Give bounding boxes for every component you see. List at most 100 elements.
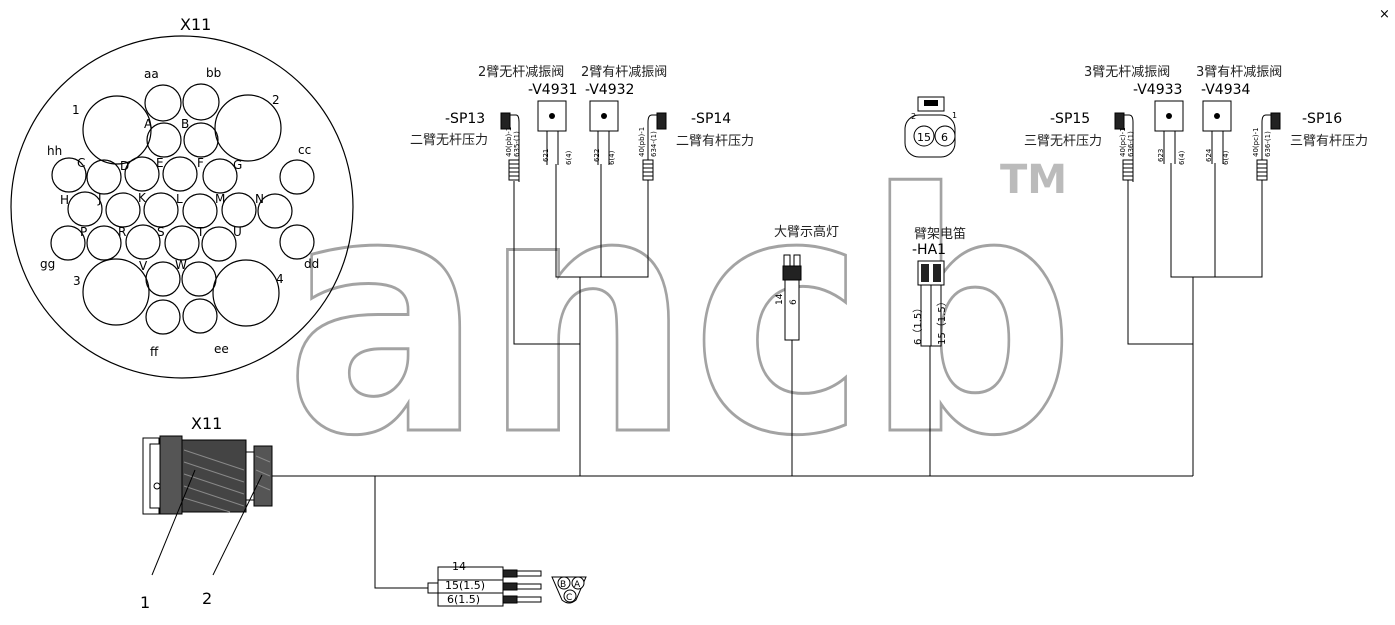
label-U: U bbox=[233, 225, 242, 239]
v4933-wire1: 623 bbox=[1157, 149, 1165, 162]
label-gg: gg bbox=[40, 257, 55, 271]
v4932-valve: 2臂有杆减振阀 -V4932 622 6(4) bbox=[581, 65, 667, 165]
sp15-wire bbox=[1127, 180, 1194, 345]
label-T: T bbox=[196, 225, 205, 239]
pin-G bbox=[202, 158, 238, 194]
sp14-wire2: 634-(1) bbox=[650, 131, 658, 157]
bottom-plug: 14 15(1.5) 6(1.5) B A C bbox=[427, 560, 587, 607]
pin-M bbox=[221, 192, 257, 228]
v4932-wire2: 6(4) bbox=[608, 150, 616, 165]
sp13-wire2: 635-(1) bbox=[513, 131, 521, 157]
v4932-id: -V4932 bbox=[585, 82, 634, 98]
label-A: A bbox=[144, 117, 153, 131]
label-E: E bbox=[156, 156, 164, 170]
watermark-tm: TM bbox=[1000, 157, 1067, 203]
lamp-title: 大臂示高灯 bbox=[774, 224, 839, 240]
v4933-id: -V4933 bbox=[1133, 82, 1182, 98]
pin-F bbox=[162, 156, 198, 192]
label-L: L bbox=[176, 192, 183, 206]
sp14-desc: 二臂有杆压力 bbox=[676, 134, 754, 149]
ha1-wire1: 6（1.5） bbox=[912, 303, 924, 345]
two-pin-socket: 2 1 15 6 bbox=[904, 96, 957, 158]
label-1: 1 bbox=[72, 103, 80, 117]
pin-R bbox=[86, 225, 122, 261]
pin-L bbox=[182, 193, 218, 229]
v4931-title: 2臂无杆减振阀 bbox=[478, 65, 564, 80]
label-bb: bb bbox=[206, 66, 221, 80]
sp15-id: -SP15 bbox=[1050, 111, 1090, 127]
v4934-title: 3臂有杆减振阀 bbox=[1196, 65, 1282, 80]
pin-1 bbox=[82, 95, 152, 165]
pin-N bbox=[257, 193, 293, 229]
pin-S bbox=[125, 224, 161, 260]
sp13-desc: 二臂无杆压力 bbox=[410, 133, 488, 148]
ha1-wire2: 15（1.5） bbox=[936, 296, 948, 345]
pin-A bbox=[146, 122, 182, 158]
pin-bb bbox=[182, 83, 220, 121]
sp13-id: -SP13 bbox=[445, 111, 485, 127]
v4933-title: 3臂无杆减振阀 bbox=[1084, 65, 1170, 80]
pin-P bbox=[50, 225, 86, 261]
sp16-desc: 三臂有杆压力 bbox=[1290, 134, 1368, 149]
ha1-id: -HA1 bbox=[912, 242, 946, 258]
pin-V bbox=[145, 261, 181, 297]
label-C: C bbox=[77, 156, 85, 170]
label-B: B bbox=[181, 117, 189, 131]
v4934-wire1: 624 bbox=[1205, 148, 1213, 162]
pinout-title: X11 bbox=[180, 15, 211, 34]
branch-bottom bbox=[374, 476, 428, 589]
socket-pin-left: 2 bbox=[911, 112, 916, 121]
v4932-title: 2臂有杆减振阀 bbox=[581, 65, 667, 80]
v4932-wire1: 622 bbox=[593, 149, 601, 162]
sp16-wire1: 40(pc)-1 bbox=[1252, 127, 1260, 157]
label-J: J bbox=[97, 192, 102, 206]
pin-K bbox=[143, 192, 179, 228]
corner-glyph: × bbox=[1379, 7, 1390, 22]
label-F: F bbox=[197, 156, 204, 170]
label-H: H bbox=[60, 193, 69, 207]
pin-C bbox=[51, 157, 87, 193]
v4931-wire2: 6(4) bbox=[565, 150, 573, 165]
ha1-title: 臂架电笛 bbox=[914, 226, 966, 242]
label-N: N bbox=[255, 192, 264, 206]
lamp-wire1: 14 bbox=[775, 293, 785, 305]
label-dd: dd bbox=[304, 257, 319, 271]
plug-wire-1: 14 bbox=[452, 560, 466, 573]
v4931-id: -V4931 bbox=[528, 82, 577, 98]
v4934-id: -V4934 bbox=[1201, 82, 1251, 98]
pin-2 bbox=[214, 94, 282, 162]
pin-ff bbox=[145, 299, 181, 335]
lamp-wire2: 6 bbox=[789, 299, 799, 305]
socket-inner-left: 15 bbox=[917, 131, 931, 144]
group2-bus bbox=[555, 164, 649, 278]
sp14-wire1: 40(pb)-1 bbox=[638, 127, 646, 157]
socket-pin-right: 1 bbox=[952, 111, 957, 120]
pin-U bbox=[201, 226, 237, 262]
plug-pin-c: C bbox=[566, 593, 572, 603]
x11-connector: X11 1 2 bbox=[140, 414, 273, 612]
pin-4 bbox=[212, 259, 280, 327]
label-cc: cc bbox=[298, 143, 311, 157]
label-aa: aa bbox=[144, 67, 159, 81]
label-G: G bbox=[233, 158, 242, 172]
sp14-sensor: -SP14 二臂有杆压力 40(pb)-1 634-(1) bbox=[638, 111, 754, 182]
pin-3 bbox=[82, 258, 150, 326]
plug-wire-2: 15(1.5) bbox=[445, 579, 485, 592]
pinout-labels: aa bb cc dd ee ff gg hh 1 2 3 4 A B C D … bbox=[40, 66, 319, 359]
label-S: S bbox=[157, 225, 165, 239]
group3-bus bbox=[1170, 163, 1263, 278]
callout-1: 1 bbox=[140, 593, 150, 612]
pin-ee bbox=[182, 298, 218, 334]
watermark-text: ancb bbox=[285, 124, 1075, 508]
label-K: K bbox=[138, 191, 147, 205]
label-ff: ff bbox=[150, 345, 159, 359]
plug-pin-a: A bbox=[574, 580, 581, 590]
sp14-id: -SP14 bbox=[691, 111, 731, 127]
height-lamp: 大臂示高灯 14 6 bbox=[774, 224, 839, 341]
sp15-desc: 三臂无杆压力 bbox=[1024, 134, 1102, 149]
callout-leader-2 bbox=[212, 474, 263, 576]
sp13-wire bbox=[513, 181, 581, 345]
pin-J bbox=[105, 192, 141, 228]
